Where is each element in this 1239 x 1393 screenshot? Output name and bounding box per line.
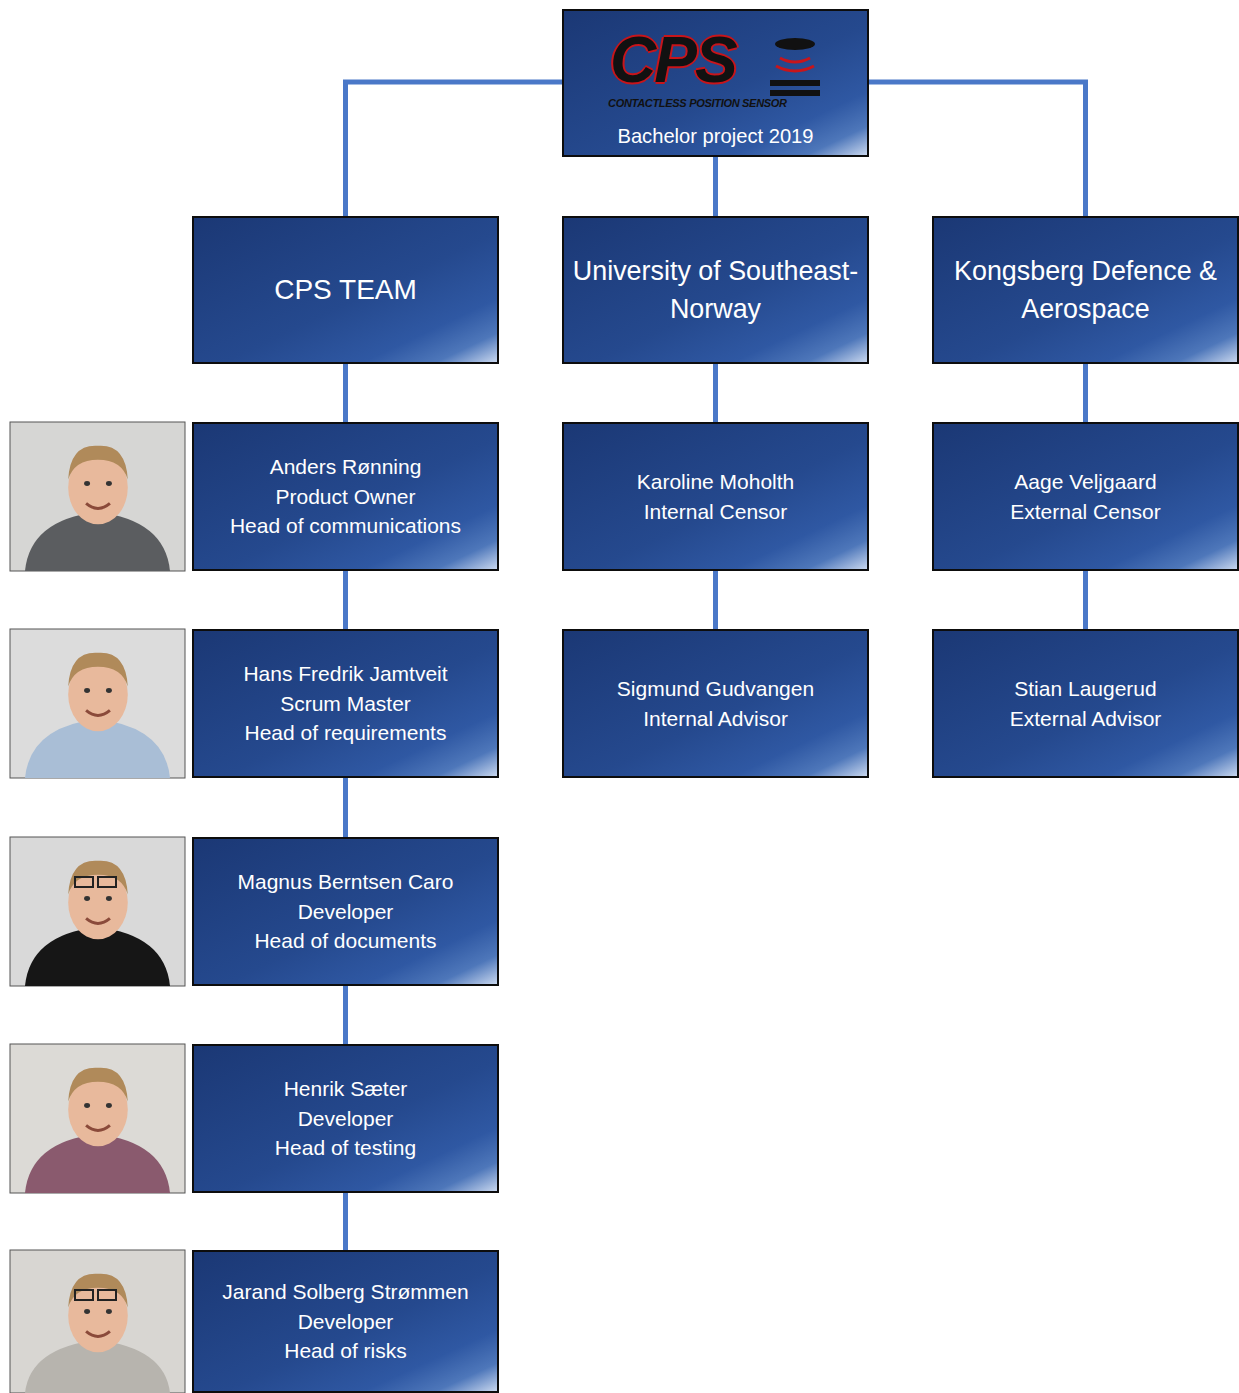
node-text: Magnus Berntsen Caro <box>238 867 454 897</box>
member-box: Sigmund GudvangenInternal Advisor <box>562 629 869 778</box>
member-box: Aage VeljgaardExternal Censor <box>932 422 1239 571</box>
node-text: Scrum Master <box>280 689 411 719</box>
connector-line <box>713 157 718 216</box>
group-box: Kongsberg Defence & Aerospace <box>932 216 1239 364</box>
node-text: CPS <box>610 25 736 95</box>
node-text: Hans Fredrik Jamtveit <box>243 659 447 689</box>
member-box: Jarand Solberg StrømmenDeveloperHead of … <box>192 1250 499 1393</box>
member-box: Henrik SæterDeveloperHead of testing <box>192 1044 499 1193</box>
node-text: Aage Veljgaard <box>1014 467 1156 497</box>
member-box: Stian LaugerudExternal Advisor <box>932 629 1239 778</box>
connector-line <box>343 986 348 1044</box>
member-box: Karoline MoholthInternal Censor <box>562 422 869 571</box>
node-text: Bachelor project 2019 <box>564 123 867 149</box>
node-text: Anders Rønning <box>270 452 422 482</box>
connector-line <box>869 82 1086 216</box>
node-text: Head of risks <box>284 1336 407 1366</box>
connector-line <box>713 571 718 629</box>
connector-line <box>346 82 563 216</box>
member-box: Anders RønningProduct OwnerHead of commu… <box>192 422 499 571</box>
node-text: Jarand Solberg Strømmen <box>222 1277 468 1307</box>
connector-line <box>1083 364 1088 422</box>
node-text: Head of testing <box>275 1133 416 1163</box>
logo-icon <box>770 38 820 96</box>
node-text: Kongsberg Defence & Aerospace <box>934 252 1237 328</box>
node-text: CPS TEAM <box>266 271 425 309</box>
node-text: Sigmund Gudvangen <box>617 674 814 704</box>
connector-line <box>343 571 348 629</box>
group-box: University of Southeast-Norway <box>562 216 869 364</box>
node-text: External Advisor <box>1010 704 1162 734</box>
portrait-photo <box>10 1044 185 1193</box>
portrait-photo <box>10 629 185 778</box>
connector-line <box>713 364 718 422</box>
node-text: Stian Laugerud <box>1014 674 1156 704</box>
connector-line <box>343 1193 348 1250</box>
node-text: Developer <box>298 897 394 927</box>
node-text: University of Southeast-Norway <box>564 252 867 328</box>
connector-line <box>343 778 348 837</box>
member-box: Hans Fredrik JamtveitScrum MasterHead of… <box>192 629 499 778</box>
node-text: Head of documents <box>254 926 436 956</box>
node-text: Developer <box>298 1307 394 1337</box>
group-box: CPS TEAM <box>192 216 499 364</box>
portrait-photo <box>10 837 185 986</box>
node-text: Product Owner <box>275 482 415 512</box>
connector-line <box>343 364 348 422</box>
node-text: Internal Advisor <box>643 704 788 734</box>
portrait-photo <box>10 422 185 571</box>
node-text: Karoline Moholth <box>637 467 795 497</box>
member-box: Magnus Berntsen CaroDeveloperHead of doc… <box>192 837 499 986</box>
node-text: Developer <box>298 1104 394 1134</box>
node-text: Henrik Sæter <box>284 1074 408 1104</box>
node-text: External Censor <box>1010 497 1161 527</box>
title-box: CPS CONTACTLESS POSITION SENSOR Bachelor p… <box>562 9 869 157</box>
node-text: Head of requirements <box>245 718 447 748</box>
node-text: Head of communications <box>230 511 461 541</box>
portrait-photo <box>10 1250 185 1393</box>
node-text: CONTACTLESS POSITION SENSOR <box>608 97 787 110</box>
node-text: Internal Censor <box>644 497 788 527</box>
connector-line <box>1083 571 1088 629</box>
